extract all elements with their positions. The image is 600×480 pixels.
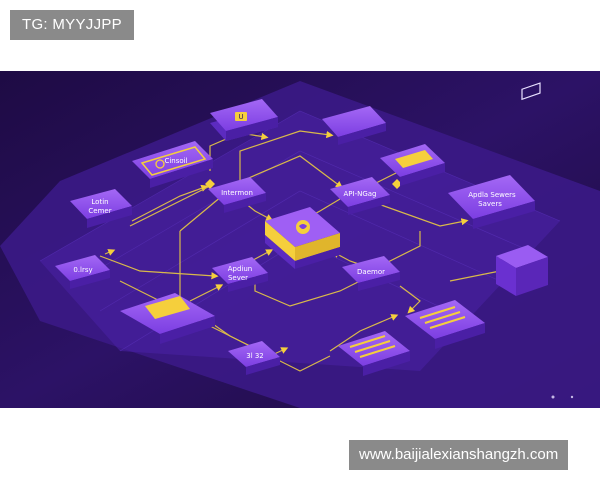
node-apdia-left-label-1: Apdiun xyxy=(228,265,253,273)
chat-icon xyxy=(145,296,190,319)
folder-icon xyxy=(395,150,433,168)
node-apdia-right-label-2: Savers xyxy=(478,200,502,208)
node-document-right[interactable] xyxy=(405,300,485,349)
node-folder[interactable] xyxy=(380,144,445,186)
cloud-icon xyxy=(155,159,165,169)
node-small-left[interactable]: 0.lrsy xyxy=(55,255,110,289)
node-lotin-label-1: Lotin xyxy=(91,198,108,206)
node-small-left-label: 0.lrsy xyxy=(73,266,92,274)
node-small-bottom[interactable]: 3l 32 xyxy=(228,341,280,375)
node-top-right[interactable] xyxy=(322,106,386,145)
network-diagram: U Cinsoil Lotin Cemer Intermon API-NGag xyxy=(0,71,600,408)
node-small-bottom-label: 3l 32 xyxy=(246,352,264,360)
node-top-u-label: U xyxy=(238,113,243,121)
document-icon xyxy=(349,335,396,358)
node-api[interactable]: API-NGag xyxy=(330,177,390,215)
node-cloud-label: Cinsoil xyxy=(164,157,187,165)
node-api-label: API-NGag xyxy=(344,190,377,198)
node-chat[interactable] xyxy=(120,293,215,344)
node-cloud[interactable]: Cinsoil xyxy=(132,141,213,188)
node-lotin-label-2: Cemer xyxy=(88,207,111,215)
node-apdia-left-label-2: Sever xyxy=(228,274,248,282)
node-document-bottom[interactable] xyxy=(338,331,410,376)
node-top-u[interactable]: U xyxy=(210,99,278,141)
node-apdia-right[interactable]: Apdla Sewers Savers xyxy=(448,175,535,229)
node-intermon[interactable]: Intermon xyxy=(208,177,266,213)
node-intermon-label: Intermon xyxy=(221,189,253,197)
watermark-bottom: www.baijialexianshangzh.com xyxy=(349,440,569,470)
watermark-top: TG: MYYJJPP xyxy=(10,10,134,40)
node-server[interactable] xyxy=(496,82,548,296)
node-apdia-left[interactable]: Apdiun Sever xyxy=(212,257,268,292)
junction-markers xyxy=(205,179,402,189)
node-center[interactable] xyxy=(265,207,340,269)
node-daemor-label: Daemor xyxy=(357,268,385,276)
server-icon xyxy=(521,82,541,101)
node-apdia-right-label-1: Apdla Sewers xyxy=(468,191,516,199)
decorations xyxy=(551,395,574,399)
node-lotin[interactable]: Lotin Cemer xyxy=(70,189,132,228)
node-daemor[interactable]: Daemor xyxy=(342,256,400,291)
document-icon xyxy=(419,306,466,329)
